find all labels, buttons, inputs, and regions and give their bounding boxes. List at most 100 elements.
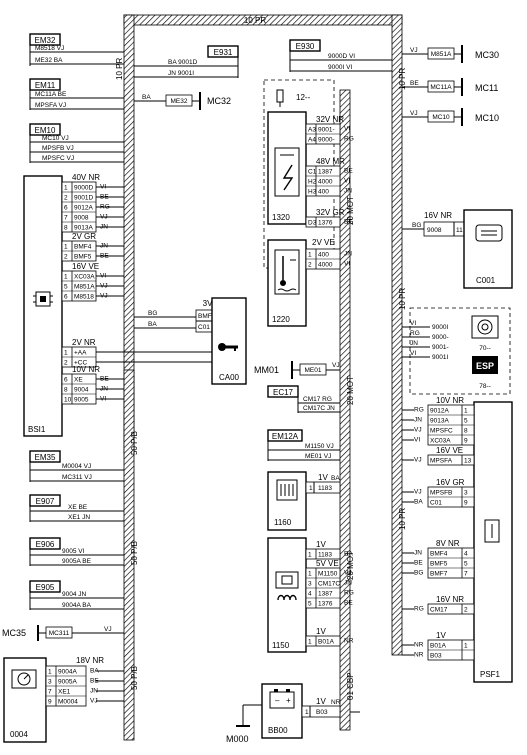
m1160-signal: 1183: [318, 485, 332, 492]
m1320-32v-color: VI: [344, 126, 350, 133]
bsi-40v-pin: 8: [64, 225, 68, 232]
m1150-1v-title: 1V: [316, 540, 326, 549]
esp-badge: ESP: [476, 361, 494, 371]
bsi-2vgr-signal: BMF5: [74, 254, 92, 261]
ecu-ignition-icon: [274, 147, 300, 197]
m0004-signal: 9005A: [58, 679, 77, 686]
m1220-pin: 2: [308, 262, 312, 269]
bsi-2vgr-title: 2V GR: [72, 232, 96, 241]
esp-icon: [472, 356, 498, 374]
m1150-5v-color: RG: [344, 590, 354, 597]
m1220-pin: 1: [308, 252, 312, 259]
psf1-1v-color: NR: [414, 642, 424, 649]
e905-name: E905: [36, 583, 55, 592]
m1220-signal: 400: [318, 252, 329, 259]
mc35-group: MC35 MC311 VJ: [2, 625, 124, 641]
bsi-2vnr-block: 2V NR1+AA2+CC: [61, 338, 97, 368]
e906-name: E906: [36, 540, 55, 549]
ec17-line1: CM17 RG: [303, 396, 332, 403]
harness-label-10pr-top: 10 PR: [244, 16, 266, 25]
em11-line1: MC11A BE: [35, 91, 67, 98]
em12a-name: EM12A: [272, 432, 299, 441]
m1220-color: JN: [344, 251, 352, 258]
mc30-wire: VJ: [410, 47, 418, 54]
m1150-5v-pin: 3: [308, 581, 312, 588]
mm01-wire: VJ: [332, 362, 340, 369]
ca00-wire-ba: BA: [148, 321, 157, 328]
e905-line1: 9004 JN: [62, 591, 87, 598]
e930-name: E930: [296, 42, 315, 51]
m1160-unit: 1160 1V 1 1183 BA: [267, 471, 341, 531]
m0004-signal: 9004A: [58, 669, 77, 676]
harness-label-10pr-c: 10 PR: [398, 288, 407, 310]
em32-name: EM32: [35, 36, 56, 45]
harness-label-20mot-a: 20 MOT: [346, 196, 355, 225]
harness-label-10pr-b: 10 PR: [398, 68, 407, 90]
mc35-mass: MC35: [2, 628, 26, 638]
mc30-group: VJ M851A MC30: [402, 45, 499, 63]
mc30-mass: MC30: [475, 50, 499, 60]
bsi1-chip-icon: [33, 291, 53, 307]
psf1-8v-pin: 7: [464, 571, 468, 578]
bsi-2vnr-title: 2V NR: [72, 338, 96, 347]
bsi-40v-pin: 6: [64, 205, 68, 212]
mc32-mass: MC32: [207, 96, 231, 106]
psf1-10v-signal: 9012A: [430, 408, 449, 415]
bsi-40v-signal: 9013A: [74, 225, 93, 232]
psf1-1v-title: 1V: [436, 631, 446, 640]
bsi-16v-signal: XC03A: [74, 274, 95, 281]
em35-line2: MC311 VJ: [62, 474, 92, 481]
psf1-16vve-pin: 13: [464, 458, 472, 465]
bsi-10v-signal: 9004: [74, 387, 89, 394]
m1220-color: VI: [344, 261, 350, 268]
psf1-16vve-title: 16V VE: [436, 446, 463, 455]
psf1-10v-color: VJ: [414, 427, 422, 434]
m0004-color: JN: [90, 688, 98, 695]
m1320-48v-pin: C1: [308, 169, 317, 176]
em12a-line1: M1150 VJ: [305, 443, 334, 450]
m1320-32v-color: RG: [344, 136, 354, 143]
bsi-40v-pin: 2: [64, 195, 68, 202]
bsi-16v-pin: 6: [64, 294, 68, 301]
ca00-wire-bg: BG: [148, 310, 157, 317]
harness-label-10pr-a: 10 PR: [115, 58, 124, 80]
m1320-48v-signal: 1387: [318, 169, 333, 176]
psf1-8v-signal: BMF4: [430, 551, 448, 558]
m1150-5v-color: VJ: [344, 570, 352, 577]
harness-bundles: [123, 14, 403, 741]
esp-w3: 9001-: [432, 344, 449, 351]
bsi1-unit: BSI1: [23, 175, 63, 437]
m1150-5v-signal: M1150: [318, 571, 338, 578]
bsi-16v-title: 16V VE: [72, 262, 99, 271]
e906-line1: 9005 VI: [62, 548, 85, 555]
m1320-48v-title: 48V MR: [316, 157, 345, 166]
m1150-name: 1150: [272, 641, 290, 650]
bsi-2vnr-signal: +CC: [74, 360, 87, 367]
bb00-name: BB00: [268, 726, 288, 735]
psf1-16vnr-pin: 2: [464, 607, 468, 614]
m0004-pin: 3: [48, 679, 52, 686]
bsi-40v-signal: 9008: [74, 215, 89, 222]
e930-group: E930 9000D VI 9000I VI: [289, 39, 392, 72]
m1150-unit: 1150: [267, 537, 307, 653]
module-12-name: 12--: [296, 93, 311, 102]
psf1-10v-color: JN: [414, 417, 422, 424]
psf1-16vgr-color: VJ: [414, 489, 422, 496]
m1160-color: BA: [331, 475, 340, 482]
em32-line2: ME32 BA: [35, 57, 63, 64]
e931-line2: JN 9001I: [168, 70, 194, 77]
psf1-8v-color: JN: [414, 550, 422, 557]
psf1-8v-color: BE: [414, 560, 423, 567]
m0004-signal: XE1: [58, 689, 71, 696]
harness-right-vertical: [391, 14, 403, 656]
esp-c1: VI: [410, 320, 416, 327]
bsi-40v-title: 40V NR: [72, 173, 100, 182]
psf1-10v-color: RG: [414, 407, 424, 414]
